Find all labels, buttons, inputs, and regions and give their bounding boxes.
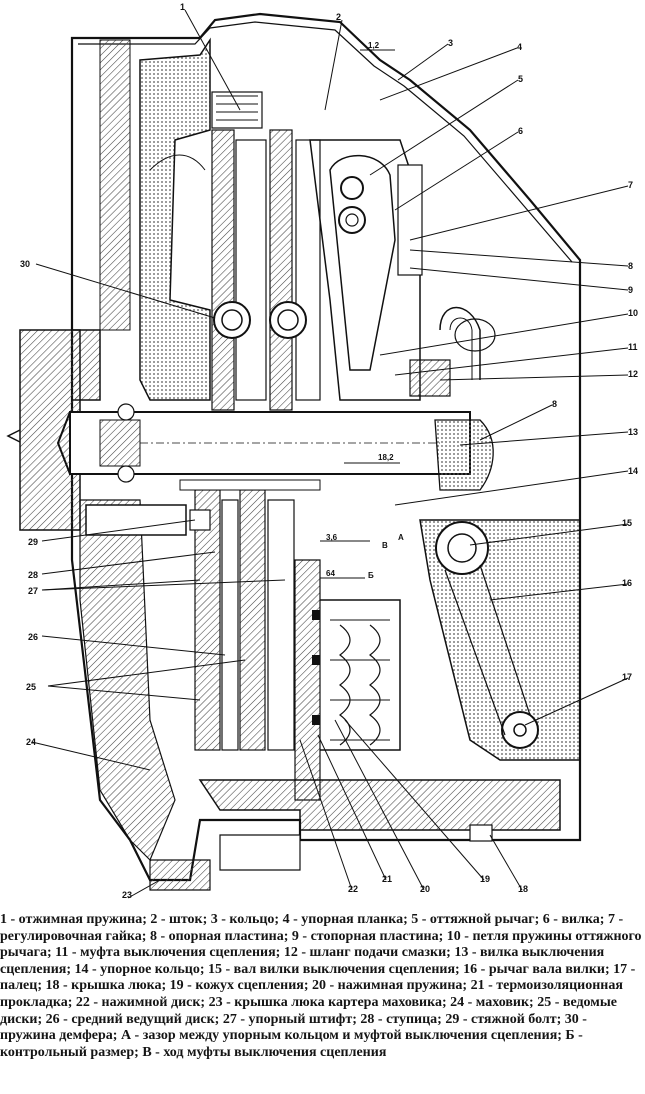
release-mechanism-upper (309, 139, 496, 401)
damper-springs (213, 301, 307, 339)
letter-v: В (382, 541, 388, 550)
dimension-18-2: 18,2 (378, 453, 394, 462)
legend-caption: 1 - отжимная пружина; 2 - шток; 3 - коль… (0, 912, 642, 1060)
release-fork (434, 419, 494, 491)
callout-12: 12 (628, 369, 638, 379)
callout-3: 3 (448, 38, 453, 48)
callout-15: 15 (622, 518, 632, 528)
callout-17: 17 (622, 672, 632, 682)
driven-discs-lower (85, 479, 321, 751)
dimension-3-6: 3,6 (326, 533, 338, 542)
callout-9: 9 (628, 285, 633, 295)
callout-8-lower: 8 (552, 399, 557, 409)
callout-23: 23 (122, 890, 132, 900)
fork-shaft-lever (419, 519, 581, 761)
callout-13: 13 (628, 427, 638, 437)
letter-a: А (398, 533, 404, 542)
callout-24: 24 (26, 737, 36, 747)
callout-16: 16 (622, 578, 632, 588)
callout-labels: 1 2 3 4 5 6 7 8 9 10 11 12 8 13 14 15 16… (20, 2, 638, 900)
callout-22: 22 (348, 884, 358, 894)
clutch-cover (149, 779, 561, 891)
letter-b: Б (368, 571, 374, 580)
callout-14: 14 (628, 466, 638, 476)
callout-25: 25 (26, 682, 36, 692)
dimension-64: 64 (326, 569, 335, 578)
callout-7: 7 (628, 180, 633, 190)
callout-4: 4 (517, 42, 522, 52)
input-shaft (56, 403, 471, 483)
clutch-cross-section-drawing: 1 2 3 4 5 6 7 8 9 10 11 12 8 13 14 15 16… (6, 2, 638, 900)
callout-26: 26 (28, 632, 38, 642)
callout-2: 2 (336, 12, 341, 22)
callout-21: 21 (382, 874, 392, 884)
flywheel (139, 37, 211, 401)
dimension-labels: 1,2 18,2 3,6 64 А Б В (326, 41, 404, 580)
callout-6: 6 (518, 126, 523, 136)
callout-27: 27 (28, 586, 38, 596)
callout-5: 5 (518, 74, 523, 84)
pressure-plate (294, 559, 401, 801)
housing (6, 12, 582, 882)
callout-1: 1 (180, 2, 185, 12)
driven-discs-upper (211, 91, 321, 411)
callout-29: 29 (28, 537, 38, 547)
callout-18: 18 (518, 884, 528, 894)
dimension-gap-top: 1,2 (368, 41, 380, 50)
callout-19: 19 (480, 874, 490, 884)
leader-lines (31, 9, 629, 899)
callout-20: 20 (420, 884, 430, 894)
callout-11: 11 (628, 342, 638, 352)
callout-30: 30 (20, 259, 30, 269)
callout-28: 28 (28, 570, 38, 580)
callout-8: 8 (628, 261, 633, 271)
callout-10: 10 (628, 308, 638, 318)
